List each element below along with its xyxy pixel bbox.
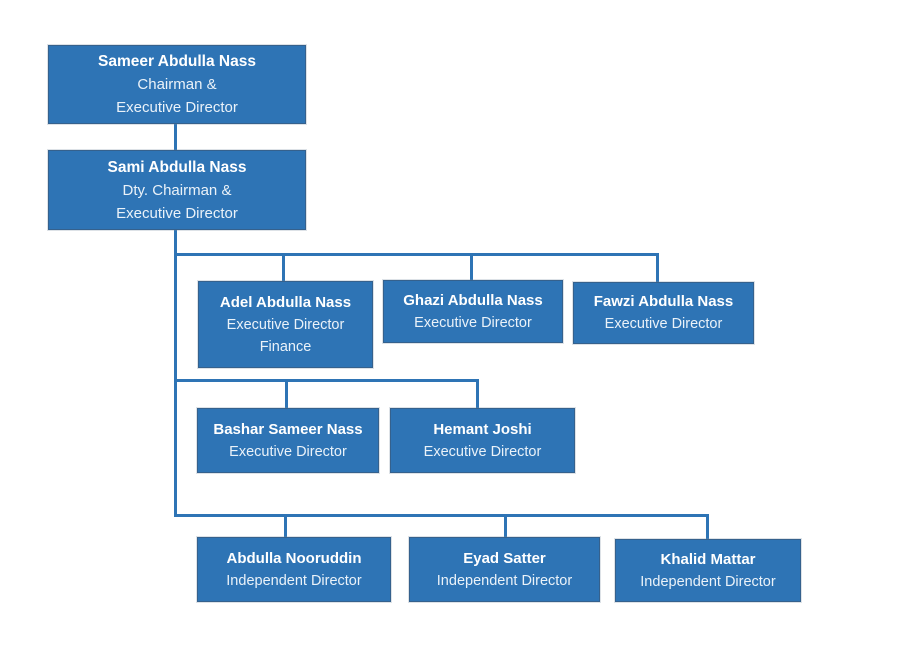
- person-name: Hemant Joshi: [433, 420, 532, 438]
- org-node-eyad-satter: Eyad Satter Independent Director: [409, 537, 600, 602]
- connector-drop-hemant: [476, 379, 479, 409]
- org-node-abdulla-nooruddin: Abdulla Nooruddin Independent Director: [197, 537, 391, 602]
- connector-row-executives-1: [174, 253, 659, 256]
- connector-drop-ghazi: [470, 253, 473, 281]
- connector-chairman-to-deputy: [174, 123, 177, 151]
- connector-drop-fawzi: [656, 253, 659, 283]
- person-name: Sami Abdulla Nass: [107, 158, 247, 176]
- person-name: Bashar Sameer Nass: [213, 420, 363, 438]
- connector-drop-adel: [282, 253, 285, 282]
- person-name: Adel Abdulla Nass: [219, 293, 352, 311]
- org-node-hemant-joshi: Hemant Joshi Executive Director: [390, 408, 575, 473]
- org-node-ghazi-abdulla-nass: Ghazi Abdulla Nass Executive Director: [383, 280, 563, 343]
- person-role: Executive Director: [229, 443, 347, 460]
- person-role: Independent Director: [226, 572, 362, 589]
- connector-drop-bashar: [285, 379, 288, 409]
- person-role: Independent Director: [640, 573, 776, 590]
- connector-row-executives-2: [174, 379, 479, 382]
- person-name: Eyad Satter: [463, 549, 546, 567]
- connector-row-independents: [174, 514, 709, 517]
- person-role: Executive Director: [116, 204, 238, 222]
- person-role: Finance: [259, 338, 312, 355]
- org-node-sami-abdulla-nass: Sami Abdulla Nass Dty. Chairman & Execut…: [48, 150, 306, 230]
- person-role: Executive Director: [604, 316, 723, 332]
- org-node-adel-abdulla-nass: Adel Abdulla Nass Executive Director Fin…: [198, 281, 373, 368]
- connector-main-spine: [174, 229, 177, 517]
- person-role: Independent Director: [436, 572, 573, 589]
- person-role: Dty. Chairman &: [122, 181, 232, 199]
- org-node-bashar-sameer-nass: Bashar Sameer Nass Executive Director: [197, 408, 379, 473]
- person-role: Executive Director: [414, 314, 532, 331]
- connector-drop-khalid: [706, 514, 709, 540]
- org-node-fawzi-abdulla-nass: Fawzi Abdulla Nass Executive Director: [573, 282, 754, 344]
- person-role: Executive Director: [423, 443, 542, 460]
- person-role: Chairman &: [137, 76, 217, 93]
- org-node-khalid-mattar: Khalid Mattar Independent Director: [615, 539, 801, 602]
- org-node-sameer-abdulla-nass: Sameer Abdulla Nass Chairman & Executive…: [48, 45, 306, 124]
- person-role: Executive Director: [116, 99, 238, 116]
- person-name: Sameer Abdulla Nass: [98, 53, 256, 70]
- person-name: Khalid Mattar: [660, 550, 756, 568]
- connector-drop-abdulla-nooruddin: [284, 514, 287, 538]
- person-name: Ghazi Abdulla Nass: [403, 291, 543, 309]
- person-name: Abdulla Nooruddin: [226, 549, 362, 567]
- connector-drop-eyad: [504, 514, 507, 538]
- person-role: Executive Director: [226, 316, 345, 333]
- person-name: Fawzi Abdulla Nass: [593, 293, 734, 310]
